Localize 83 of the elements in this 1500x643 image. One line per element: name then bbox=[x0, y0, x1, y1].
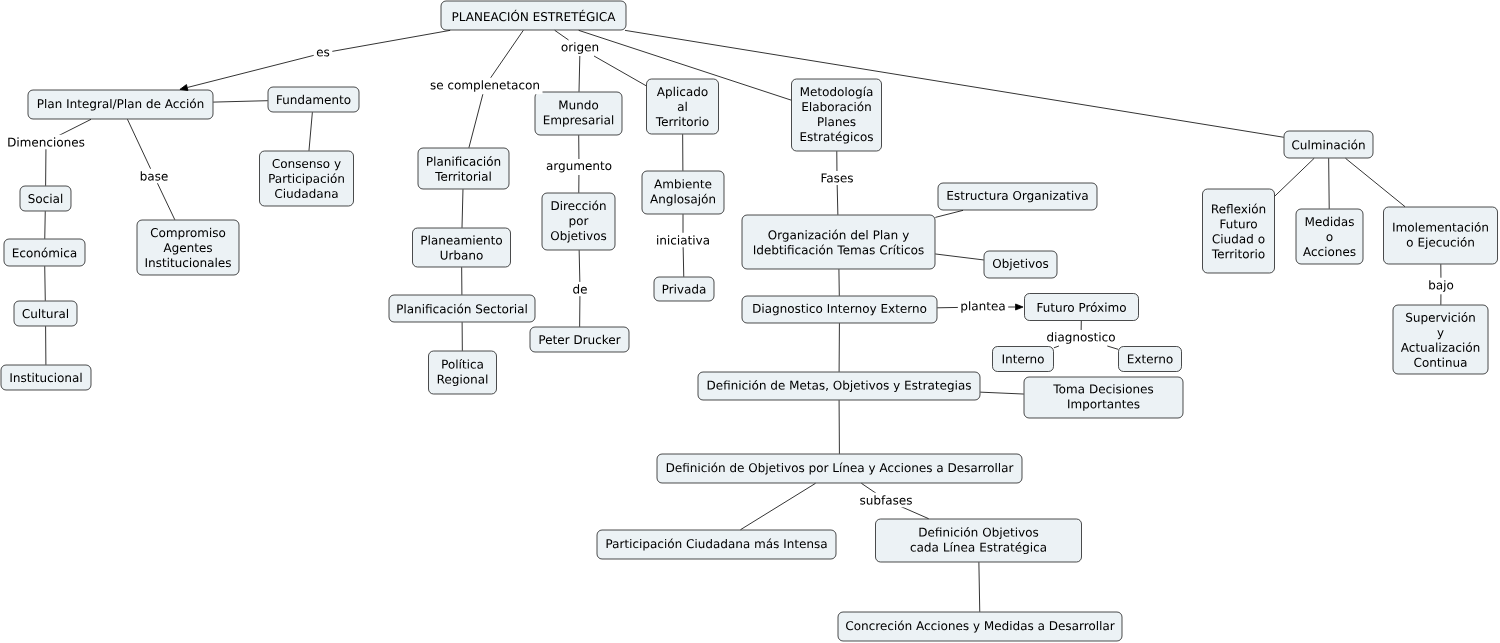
connector-line bbox=[127, 118, 176, 221]
edge-label: bajo bbox=[1425, 277, 1457, 295]
edge-label: Fases bbox=[818, 171, 857, 185]
concept-box: Cultural bbox=[13, 300, 78, 327]
edge-label: base bbox=[137, 168, 171, 184]
concept-box: Culminación bbox=[1283, 130, 1374, 159]
concept-box: Externo bbox=[1118, 346, 1182, 372]
concept-box: Social bbox=[19, 185, 72, 212]
connector-line bbox=[578, 55, 581, 93]
connector-line bbox=[979, 391, 1025, 395]
concept-box: Planificación Territorial bbox=[417, 147, 510, 190]
concept-box: Definición Objetivos cada Línea Estratégica bbox=[875, 518, 1082, 563]
connector-line bbox=[45, 325, 47, 366]
concept-box: Dirección por Objetivos bbox=[541, 192, 616, 251]
connector-line bbox=[593, 55, 647, 87]
concept-box: Planeamiento Urbano bbox=[412, 227, 511, 268]
concept-box: Definición de Objetivos por Línea y Acciones a Desarrollar bbox=[656, 453, 1023, 484]
connector-line bbox=[838, 268, 840, 297]
edge-label: argumento bbox=[543, 159, 615, 175]
connector-line bbox=[554, 29, 569, 41]
connector-line bbox=[934, 209, 964, 218]
concept-box: Metodología Elaboración Planes Estratégicos bbox=[791, 78, 882, 152]
connector-line bbox=[578, 249, 581, 328]
concept-box: Participación Ciudadana más Intensa bbox=[596, 529, 837, 560]
connector-line bbox=[212, 100, 269, 103]
concept-box: Ambiente Anglosajón bbox=[641, 170, 725, 215]
concept-box: Estructura Organizativa bbox=[937, 182, 1098, 211]
concept-box: Imolementación o Ejecución bbox=[1383, 206, 1498, 265]
concept-box: Plan Integral/Plan de Acción bbox=[27, 89, 214, 120]
connector-line bbox=[682, 133, 684, 172]
edge-label: Dimenciones bbox=[4, 134, 88, 150]
concept-box: PLANEACIÓN ESTRETÉGICA bbox=[440, 0, 627, 31]
connector-line bbox=[978, 561, 981, 613]
edge-label: de bbox=[570, 281, 590, 297]
connector-line bbox=[1328, 157, 1330, 210]
link-label: origen bbox=[561, 42, 599, 54]
connector-line bbox=[1080, 320, 1082, 331]
connector-line bbox=[1274, 157, 1315, 197]
concept-box: Medidas o Acciones bbox=[1295, 208, 1364, 265]
connector-line bbox=[468, 29, 524, 149]
edge-label: iniciativa bbox=[653, 232, 713, 248]
arrow bbox=[179, 29, 451, 91]
connector-line bbox=[308, 111, 313, 152]
concept-box: Supervición y Actualización Continua bbox=[1392, 304, 1489, 375]
connector-line bbox=[1345, 157, 1406, 208]
concept-box: Futuro Próximo bbox=[1024, 293, 1139, 321]
edge-label: plantea bbox=[957, 298, 1009, 316]
concept-box: Interno bbox=[992, 346, 1054, 372]
connector-line bbox=[838, 399, 840, 455]
concept-box: Concreción Acciones y Medidas a Desarrollar bbox=[837, 611, 1123, 642]
connector-line bbox=[740, 482, 816, 531]
edge-label: es bbox=[313, 47, 333, 59]
connector-line bbox=[1053, 345, 1060, 349]
connector-line bbox=[461, 188, 464, 229]
link-label: diagnostico bbox=[1047, 332, 1115, 344]
concept-box: Consenso y Participación Ciudadana bbox=[259, 150, 354, 207]
connector-line bbox=[934, 253, 985, 261]
concept-box: Definición de Metas, Objetivos y Estrategias bbox=[697, 371, 981, 401]
concept-box: Compromiso Agentes Institucionales bbox=[136, 219, 240, 276]
connector-line bbox=[44, 265, 46, 302]
concept-box: Mundo Empresarial bbox=[534, 91, 623, 136]
concept-box: Aplicado al Territorio bbox=[646, 78, 719, 135]
connector-line bbox=[461, 266, 463, 296]
connector-line bbox=[838, 322, 840, 373]
connector-line bbox=[578, 29, 792, 101]
concept-box: Institucional bbox=[0, 364, 92, 391]
concept-box: Toma Decisiones Importantes bbox=[1023, 376, 1184, 419]
concept-box: Reflexión Futuro Ciudad o Territorio bbox=[1202, 188, 1275, 274]
connector-line bbox=[44, 210, 46, 240]
concept-box: Diagnostico Internoy Externo bbox=[741, 295, 938, 324]
concept-box: Fundamento bbox=[267, 86, 360, 113]
concept-box: Privada bbox=[653, 276, 715, 302]
concept-box: Económica bbox=[3, 238, 86, 267]
edge-label: subfases bbox=[857, 492, 915, 508]
concept-box: Política Regional bbox=[428, 350, 497, 395]
connector-line bbox=[624, 29, 1285, 138]
concept-box: Peter Drucker bbox=[529, 326, 630, 353]
connector-line bbox=[1106, 345, 1119, 350]
concept-box: Objetivos bbox=[983, 250, 1058, 279]
edge-label: se complenetacon bbox=[427, 77, 543, 95]
connector-line bbox=[461, 321, 463, 352]
concept-box: Planificación Sectorial bbox=[388, 294, 536, 323]
concept-box: Organización del Plan y Idebtificación Temas Críticos bbox=[741, 214, 936, 270]
